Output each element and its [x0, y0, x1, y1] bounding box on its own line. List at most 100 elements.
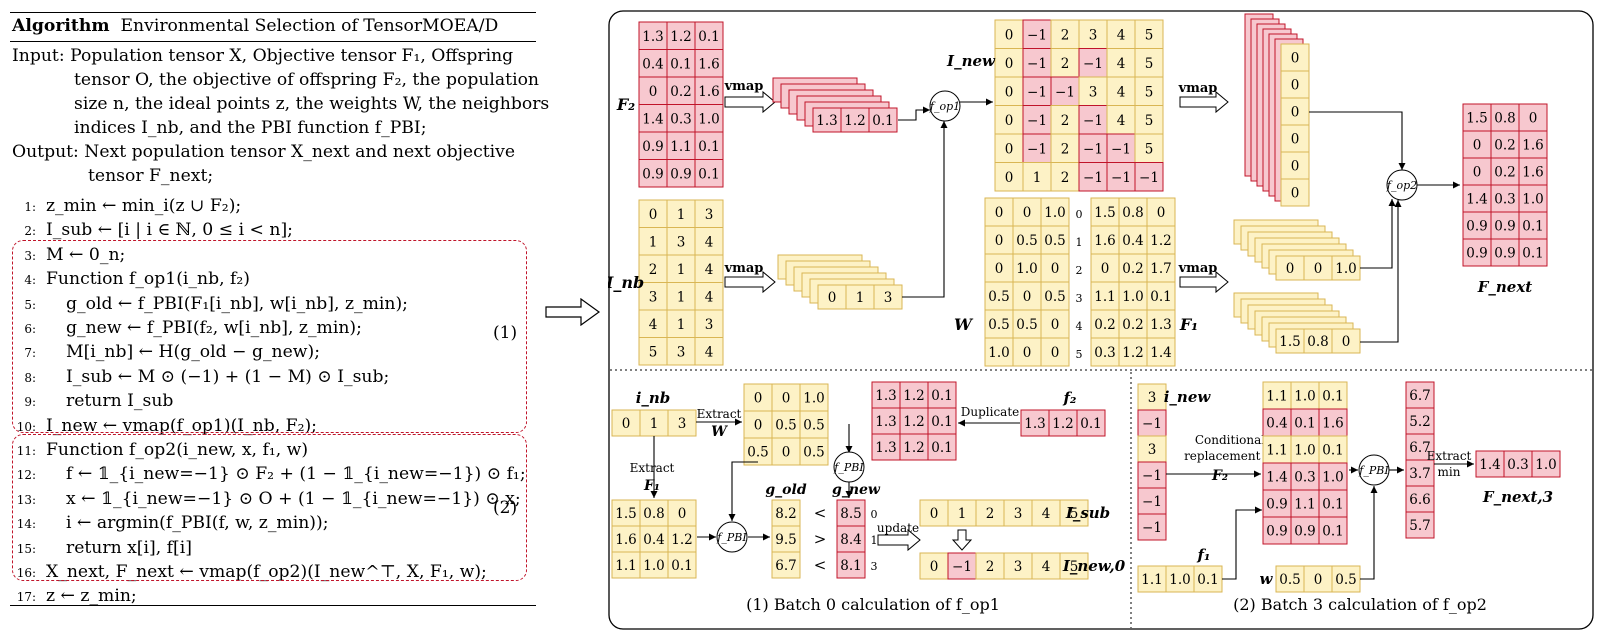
- cell-value: 4: [705, 289, 714, 305]
- cell-value: 0.5: [1016, 233, 1037, 249]
- cell: [799, 437, 829, 466]
- input-line: tensor O, the objective of offspring F₂,…: [74, 70, 539, 90]
- cell-value: −1: [1111, 141, 1131, 157]
- vmap-label: vmap: [1178, 81, 1218, 96]
- cell: [1040, 337, 1070, 367]
- b3-arrow-f1: [1222, 506, 1262, 580]
- cell: [666, 254, 696, 283]
- cell-value: 1: [856, 290, 865, 306]
- line-number: 4:: [24, 273, 36, 288]
- cell: [1280, 151, 1310, 180]
- cell-value: 1.0: [803, 391, 824, 407]
- cell: [667, 551, 697, 579]
- arrowhead: [986, 98, 993, 106]
- algorithm-step: Function f_op1(i_nb, f₂): [46, 269, 250, 290]
- cell-value: 0: [1291, 186, 1300, 202]
- block-2-frame: [12, 434, 527, 581]
- cell: [1076, 409, 1106, 437]
- cell-value: 8.4: [840, 532, 861, 548]
- algorithm-title: Environmental Selection of TensorMOEA/D: [120, 16, 499, 36]
- b0-extract-F1-text: Extract: [630, 461, 675, 475]
- algorithm-step: return I_sub: [66, 391, 174, 412]
- cell: [1290, 381, 1320, 410]
- cell: [743, 383, 773, 412]
- b0-gnew-col: 8.58.48.1: [836, 499, 866, 579]
- cell-value: 1.4: [1150, 345, 1171, 361]
- b3-cond-F2: F₂: [1211, 468, 1228, 484]
- cell: [984, 225, 1014, 255]
- Fnext-label: F_next: [1477, 278, 1533, 296]
- cell-value: 1.2: [903, 414, 924, 430]
- cell: [1078, 162, 1108, 192]
- algorithm-step: X_next, F_next ← vmap(f_op2)(I_new^⊤, X,…: [46, 562, 487, 582]
- cell-value: 0.5: [988, 317, 1009, 333]
- cell: [919, 552, 949, 580]
- cell-value: 0: [1023, 289, 1032, 305]
- cell-value: 8.1: [840, 558, 861, 574]
- arrowhead: [735, 418, 742, 426]
- cell-value: 1.1: [615, 558, 636, 574]
- b0-arrow-w-to-fpbi2: [728, 461, 758, 521]
- cell-value: 2: [1061, 56, 1070, 72]
- line-number: 6:: [24, 322, 36, 336]
- cell: [1318, 489, 1348, 518]
- b0-duplicate-text: Duplicate: [961, 405, 1020, 419]
- cell-value: 0: [995, 233, 1004, 249]
- cell: [1262, 408, 1292, 437]
- cell: [1405, 433, 1435, 461]
- cell-value: 1.3: [875, 440, 896, 456]
- cell-value: 1.6: [698, 56, 719, 72]
- cell-value: 1.0: [643, 558, 664, 574]
- b0-fpbi-node-bottom: [716, 521, 748, 553]
- cell: [1137, 461, 1167, 489]
- cell-value: 3: [1148, 442, 1157, 458]
- cell: [638, 159, 668, 188]
- big-right-arrow: [545, 298, 601, 326]
- cell-value: 4: [705, 262, 714, 278]
- line-number: 13:: [16, 492, 36, 507]
- cell-value: 0: [678, 506, 687, 522]
- bottom-rule: [10, 605, 536, 606]
- b0-compare: <: [814, 504, 827, 522]
- b3-arrow-mat-to-fpbi: [1349, 466, 1358, 474]
- cell-value: 0.3: [1507, 457, 1528, 473]
- cell: [743, 410, 773, 439]
- cell: [1048, 409, 1078, 437]
- cell-value: 0.5: [803, 418, 824, 434]
- cell-value: 5.7: [1409, 518, 1430, 534]
- b0-f2-label: f₂: [1062, 389, 1076, 407]
- b0-caption: (1) Batch 0 calculation of f_op1: [746, 595, 1000, 614]
- cell-value: 2: [1061, 27, 1070, 43]
- cell-value: 0: [828, 290, 837, 306]
- cell: [1059, 499, 1089, 527]
- cell: [1518, 103, 1548, 132]
- F1-row-index: 3: [1076, 292, 1083, 305]
- cell: [1090, 337, 1120, 367]
- cell: [1090, 253, 1120, 283]
- cell: [1490, 184, 1520, 213]
- b0-arrow-f1-to-fpbi: [697, 533, 716, 541]
- cell-value: 3: [1089, 27, 1098, 43]
- cell: [836, 525, 866, 553]
- cell-value: 0.1: [671, 558, 692, 574]
- cell: [899, 433, 929, 461]
- cell-value: 0: [1291, 132, 1300, 148]
- cell-value: 0: [995, 261, 1004, 277]
- cell: [1022, 133, 1052, 163]
- cell-value: 1.3: [642, 29, 663, 45]
- cell-value: 1.0: [698, 111, 719, 127]
- cell-value: 1.1: [1294, 497, 1315, 513]
- F1-row-index: 4: [1076, 320, 1083, 333]
- cell-value: 1.2: [903, 388, 924, 404]
- cell: [694, 282, 724, 311]
- cell-value: 0: [1005, 27, 1014, 43]
- b3-arrow-w-to-fpbi: [1360, 486, 1378, 580]
- b3-cond-text-1: Conditional: [1195, 433, 1265, 447]
- cell-value: 0.1: [1294, 416, 1315, 432]
- cell-value: −1: [1083, 141, 1103, 157]
- cell: [611, 409, 641, 437]
